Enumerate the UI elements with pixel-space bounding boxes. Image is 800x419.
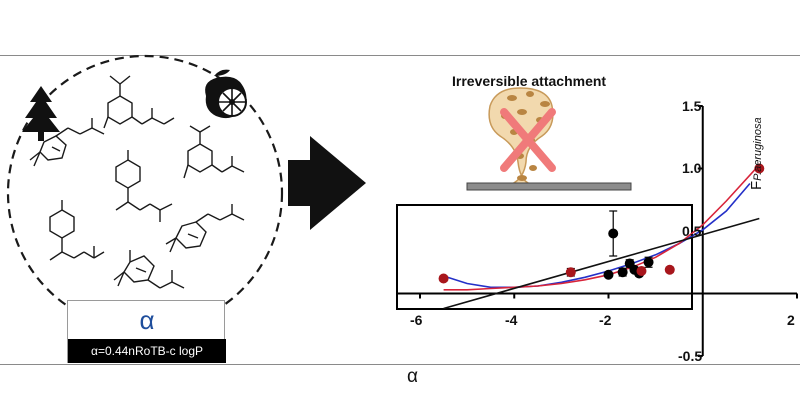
structure-6 [165, 204, 245, 253]
data-point-dark [608, 228, 619, 239]
arrow-right-icon [288, 136, 366, 230]
y-axis-title-sub: P.aeruginosa [752, 117, 764, 181]
y-tick-label: 1.5 [682, 98, 702, 114]
bacteria-cross-icon [488, 87, 556, 185]
structure-4 [183, 125, 245, 179]
y-tick-label: 0.5 [682, 223, 702, 239]
data-point-red [754, 163, 765, 174]
structure-5 [49, 200, 105, 261]
data-point-red [565, 267, 576, 278]
x-tick-label: -6 [410, 312, 423, 328]
surface-slab-icon [466, 182, 632, 191]
y-tick-label: -0.5 [678, 348, 703, 364]
bottom-rule [0, 364, 800, 365]
structure-1 [103, 75, 175, 129]
alpha-symbol: α [139, 305, 155, 335]
data-point-dark [603, 269, 614, 280]
x-tick-label: -2 [599, 312, 612, 328]
chart-inset-frame [396, 204, 693, 310]
data-point-red [636, 266, 647, 276]
structure-3 [115, 150, 173, 222]
fit-curve-blue [443, 182, 751, 289]
chart-layer [396, 105, 798, 357]
data-point-dark [617, 267, 628, 278]
top-rule [0, 55, 800, 56]
data-point-red [438, 273, 449, 284]
fit-curve-red [443, 164, 760, 291]
orange-icon [205, 69, 247, 119]
structure-2 [29, 118, 105, 167]
data-point-dark [643, 257, 654, 268]
y-axis-title: FP.aeruginosa [748, 117, 765, 190]
tree-icon [22, 86, 60, 141]
y-tick-label: 1.0 [682, 160, 702, 176]
y-axis-title-main: F [748, 180, 765, 190]
alpha-formula-box: α α=0.44nRoTB-c logP [67, 300, 226, 363]
monomer-structures [29, 75, 245, 289]
structure-7 [113, 250, 185, 289]
panel-title: Irreversible attachment [452, 73, 607, 89]
x-axis-title: α [407, 366, 418, 387]
x-tick-label: 2 [787, 312, 795, 328]
data-point-red [664, 264, 675, 275]
x-tick-label: -4 [505, 312, 518, 328]
fit-curve-black [443, 217, 760, 310]
alpha-equation: α=0.44nRoTB-c logP [68, 339, 226, 363]
